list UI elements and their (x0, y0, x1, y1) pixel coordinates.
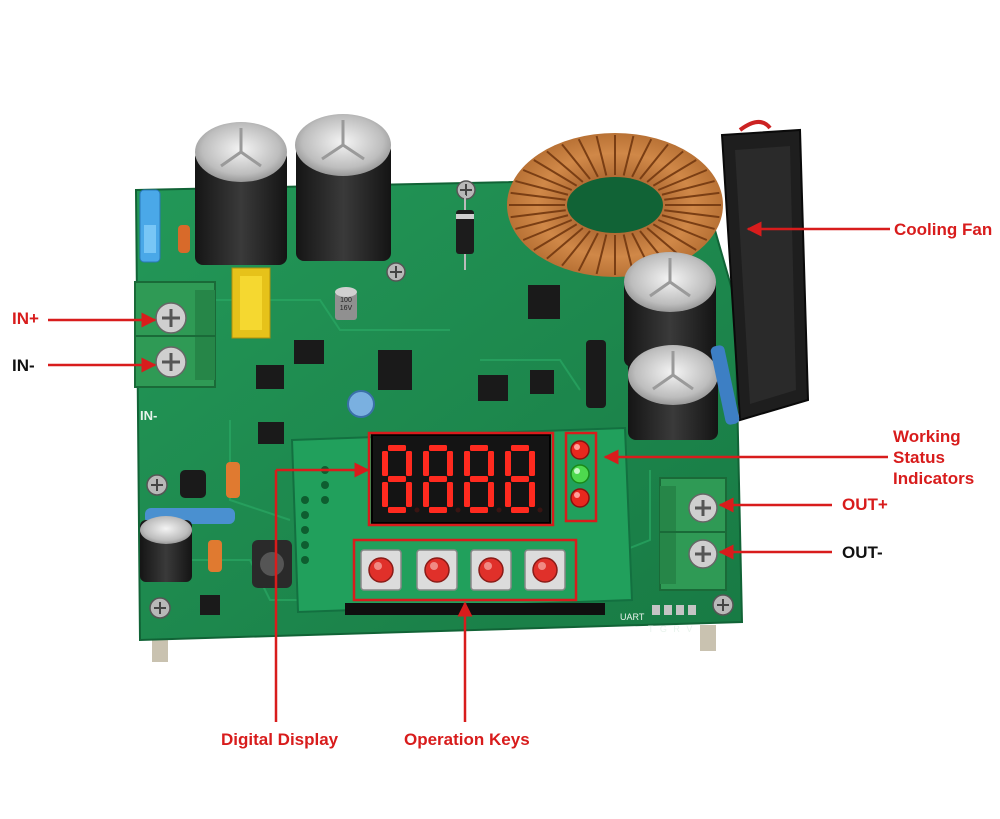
terminal-screw-out-minus (688, 539, 718, 569)
display-digit (423, 445, 461, 513)
mosfet (528, 285, 560, 319)
label-working-status-1: Working (893, 427, 961, 446)
ic-chip (256, 365, 284, 389)
electrolytic-capacitor (624, 252, 716, 367)
display-digit (382, 445, 420, 513)
electrolytic-capacitor (295, 114, 391, 261)
label-in-plus: IN+ (12, 309, 39, 328)
pin-header-row (345, 603, 605, 615)
small-capacitor (335, 287, 357, 320)
fuse (139, 189, 161, 263)
display-digit (464, 445, 502, 513)
mounting-screw (712, 594, 734, 616)
status-led-green (570, 464, 590, 484)
digital-display (371, 434, 551, 524)
transistor (180, 470, 206, 498)
label-digital-display: Digital Display (221, 730, 339, 749)
keys-callout-box (352, 538, 578, 602)
label-out-minus: OUT- (842, 543, 883, 562)
label-operation-keys: Operation Keys (404, 730, 530, 749)
silk-in-minus: IN- (140, 408, 157, 423)
silk-uart: UART (620, 612, 645, 622)
tantalum-capacitor (226, 462, 240, 498)
mounting-screw (149, 597, 171, 619)
resistor (178, 225, 190, 253)
terminal-screw-out-plus (688, 493, 718, 523)
cooling-fan (720, 120, 810, 422)
terminal-screw-in-minus (155, 346, 187, 378)
terminal-screw-in-plus (155, 302, 187, 334)
label-working-status-3: Indicators (893, 469, 975, 488)
power-diode (586, 340, 606, 408)
ic-chip (200, 595, 220, 615)
ic-chip (258, 422, 284, 444)
capacitor-text: 100 (340, 297, 352, 304)
operation-key-1[interactable] (360, 549, 402, 591)
indicators-callout-box (564, 431, 598, 523)
output-terminal-block (659, 477, 727, 591)
electrolytic-capacitor (628, 345, 718, 440)
ic-chip (530, 370, 554, 394)
resistor (710, 345, 740, 425)
label-in-minus: IN- (12, 356, 35, 375)
toroid-inductor (507, 133, 723, 277)
label-cooling-fan: Cooling Fan (894, 220, 993, 239)
mounting-screw (386, 262, 406, 282)
standoff-leg (700, 625, 716, 651)
tantalum-capacitor (208, 540, 222, 572)
small-capacitor (347, 390, 375, 418)
small-capacitor (140, 516, 192, 582)
ic-chip (478, 375, 508, 401)
diode (456, 195, 474, 270)
ic-chip (378, 350, 412, 390)
mounting-screw (146, 474, 168, 496)
status-led-red (570, 488, 590, 508)
electrolytic-capacitor (195, 122, 287, 265)
display-digit (505, 445, 543, 513)
yellow-inductor (231, 267, 271, 339)
status-led-red (570, 440, 590, 460)
silk-tgrv: T G R V (648, 624, 694, 634)
capacitor-text: 16V (340, 305, 353, 312)
display-callout-box (367, 431, 555, 527)
label-working-status-2: Status (893, 448, 945, 467)
ic-chip (294, 340, 324, 364)
operation-key-2[interactable] (416, 549, 458, 591)
label-out-plus: OUT+ (842, 495, 888, 514)
inductor-coil (252, 540, 292, 588)
operation-key-4[interactable] (524, 549, 566, 591)
operation-key-3[interactable] (470, 549, 512, 591)
